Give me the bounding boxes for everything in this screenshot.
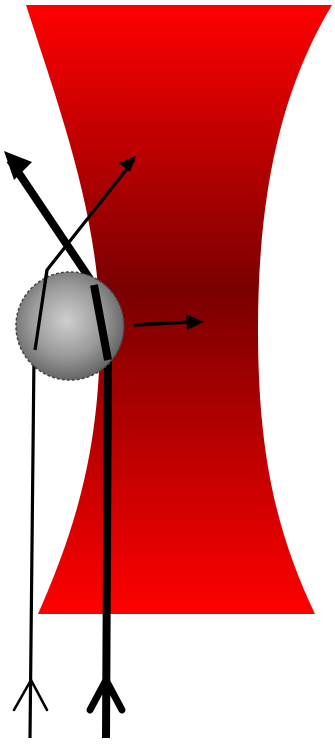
force-arrow	[133, 320, 191, 327]
thick-ray-inside-bead	[90, 284, 112, 361]
thick-ray-arrowhead-icon	[4, 151, 32, 180]
thin-ray-arrowhead-icon	[119, 156, 136, 172]
thick-ray-feather-icon	[86, 676, 126, 714]
force-arrowhead-icon	[186, 314, 204, 330]
thin-ray-feather-icon	[12, 678, 49, 712]
laser-beam	[26, 5, 332, 614]
bead-outline	[15, 271, 125, 381]
thin-ray-inside-bead	[33, 269, 49, 351]
